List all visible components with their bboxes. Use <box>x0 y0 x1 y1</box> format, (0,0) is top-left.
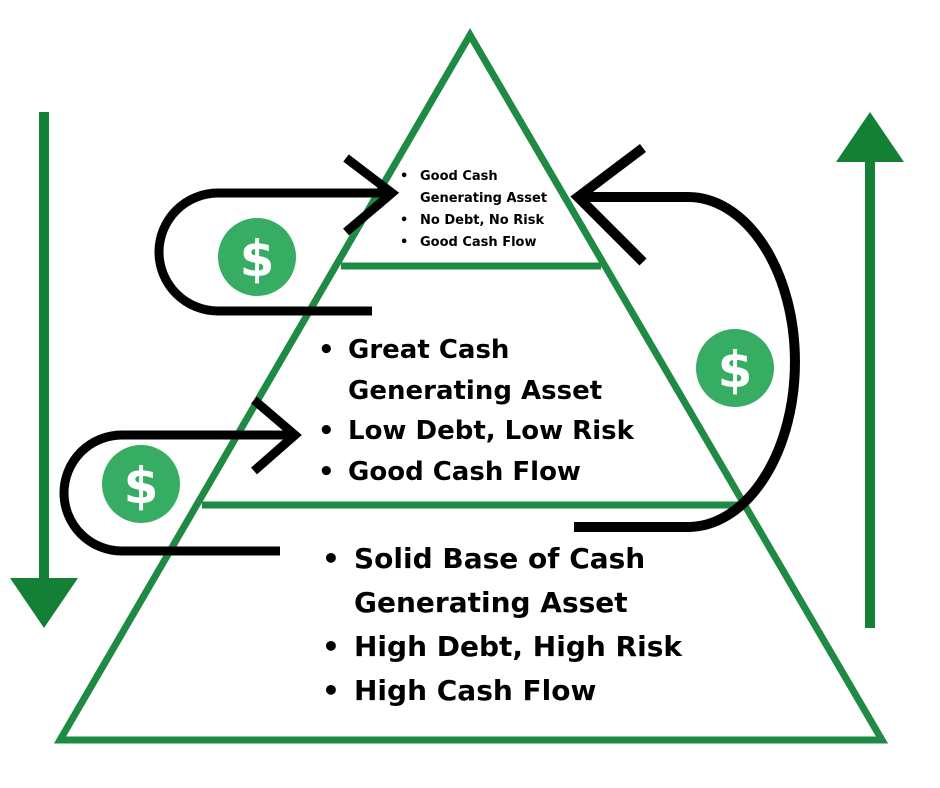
bullet-icon: • <box>318 456 335 487</box>
dollar-coin-icon: $ <box>696 329 774 407</box>
list-item-text: Good Cash Flow <box>420 235 537 250</box>
dollar-coin-icon: $ <box>218 218 296 296</box>
down-arrow-icon <box>10 112 78 628</box>
bullet-icon: • <box>318 416 335 446</box>
list-item-text: Good Cash Flow <box>348 456 581 487</box>
list-item-text: Solid Base of Cash Generating Asset <box>354 542 646 619</box>
bullet-icon: • <box>322 630 340 663</box>
list-item: • Low Debt, Low Risk <box>318 411 648 452</box>
list-item-text: No Debt, No Risk <box>420 213 545 228</box>
list-item-text: Good Cash Generating Asset <box>420 169 548 206</box>
right-flow-arrow <box>570 144 800 532</box>
up-arrow-icon <box>836 112 904 628</box>
svg-text:$: $ <box>240 230 275 288</box>
list-item: • Good Cash Flow <box>400 232 570 254</box>
bullet-icon: • <box>322 542 340 575</box>
svg-text:$: $ <box>124 457 159 515</box>
upper-left-flow-arrow <box>154 154 400 316</box>
list-item-text: Low Debt, Low Risk <box>348 416 634 446</box>
bottom-tier-list: • Solid Base of Cash Generating Asset • … <box>322 537 684 713</box>
list-item: • Great Cash Generating Asset <box>318 330 648 411</box>
svg-text:$: $ <box>718 341 753 399</box>
list-item: • Good Cash Flow <box>318 452 648 493</box>
top-tier-list: • Good Cash Generating Asset • No Debt, … <box>400 166 570 254</box>
pyramid <box>53 28 889 744</box>
list-item: • Solid Base of Cash Generating Asset <box>322 537 684 625</box>
bullet-icon: • <box>322 674 340 707</box>
middle-tier-list: • Great Cash Generating Asset • Low Debt… <box>318 330 648 492</box>
bullet-icon: • <box>318 335 335 365</box>
list-item-text: Great Cash Generating Asset <box>348 335 603 406</box>
bullet-icon: • <box>400 169 409 184</box>
bullet-icon: • <box>400 235 409 250</box>
pyramid-outline <box>53 28 889 744</box>
bullet-icon: • <box>400 213 409 228</box>
list-item-text: High Debt, High Risk <box>354 630 683 663</box>
dollar-coin-icon: $ <box>102 445 180 523</box>
list-item: • High Cash Flow <box>322 669 684 713</box>
list-item: • Good Cash Generating Asset <box>400 166 570 210</box>
list-item-text: High Cash Flow <box>354 674 597 707</box>
lower-left-flow-arrow <box>59 396 302 556</box>
list-item: • No Debt, No Risk <box>400 210 570 232</box>
list-item: • High Debt, High Risk <box>322 625 684 669</box>
